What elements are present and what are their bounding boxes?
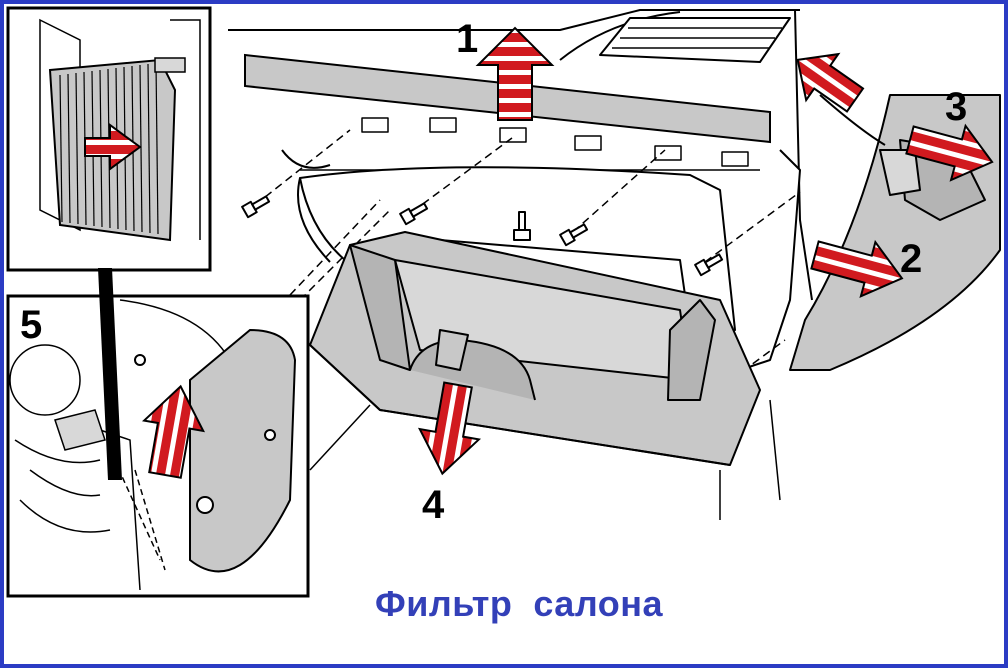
step-label-2: 2 <box>900 237 922 281</box>
glove-box <box>309 231 761 466</box>
arrow-down-step4 <box>417 381 482 476</box>
step-label-1: 1 <box>456 17 478 61</box>
inset-connector <box>98 268 122 480</box>
inset-step5 <box>6 294 310 598</box>
arrow-up-step1 <box>475 26 555 121</box>
step-label-3: 3 <box>945 85 967 129</box>
step-label-4: 4 <box>422 483 445 527</box>
step-label-5: 5 <box>20 303 42 347</box>
arrow-up-step5 <box>141 384 206 479</box>
arrow-right-filter <box>84 123 142 171</box>
arrow-right-step2 <box>810 239 904 299</box>
arrow-right-step3b <box>905 123 994 182</box>
diagram-caption: Фильтр салона <box>375 583 663 624</box>
arrow-left-step3a <box>796 52 865 113</box>
dashboard-drawing <box>228 9 813 520</box>
